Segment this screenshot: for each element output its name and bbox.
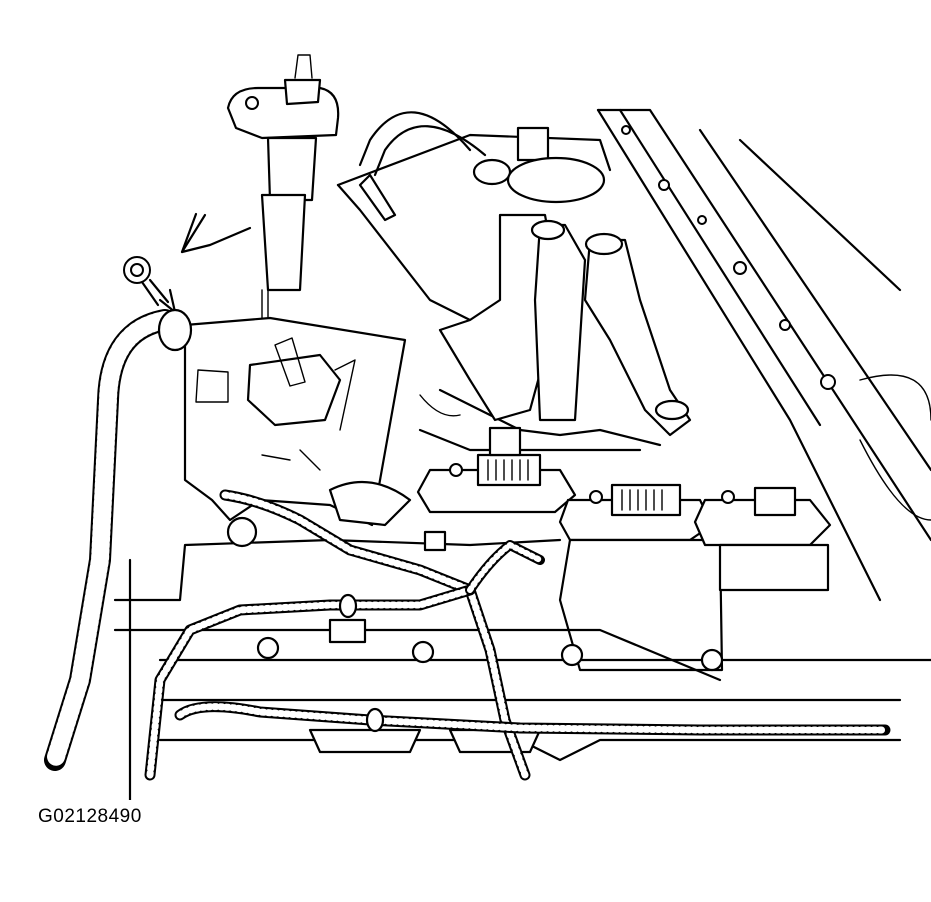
vacuum-hoses [358, 111, 692, 437]
bolt-hole [733, 261, 747, 275]
harness-clip [338, 593, 358, 619]
coil-bracket [183, 316, 412, 527]
ignition-coil-removed [226, 54, 340, 321]
harness-clip [365, 707, 385, 733]
engine-lower-rail [113, 516, 931, 800]
hose-clamp [584, 232, 624, 256]
bolt-head [411, 640, 435, 664]
wiring-harness [44, 308, 891, 781]
coil-pack-1 [416, 426, 577, 514]
bolt-hole [697, 215, 707, 225]
bolt-head [256, 636, 280, 660]
figure-id-label: G02128490 [38, 806, 142, 827]
coil-pack-3 [693, 486, 832, 592]
cylinder-head-outline [596, 108, 931, 602]
harness-clip [157, 308, 193, 352]
hose-clamp [654, 399, 690, 421]
hose-clamp [530, 219, 566, 241]
bolt-head [700, 648, 724, 672]
curved-arrow-icon [180, 212, 252, 254]
coil-pack-2 [558, 483, 724, 672]
bolt-hole [779, 319, 791, 331]
bolt-head [560, 643, 584, 667]
bolt-hole [820, 374, 836, 390]
bolt-hole [621, 125, 631, 135]
connector [226, 516, 258, 548]
bolt-hole [658, 179, 670, 191]
engine-wiring-diagram [44, 54, 931, 800]
ring-terminal-icon [123, 256, 177, 314]
